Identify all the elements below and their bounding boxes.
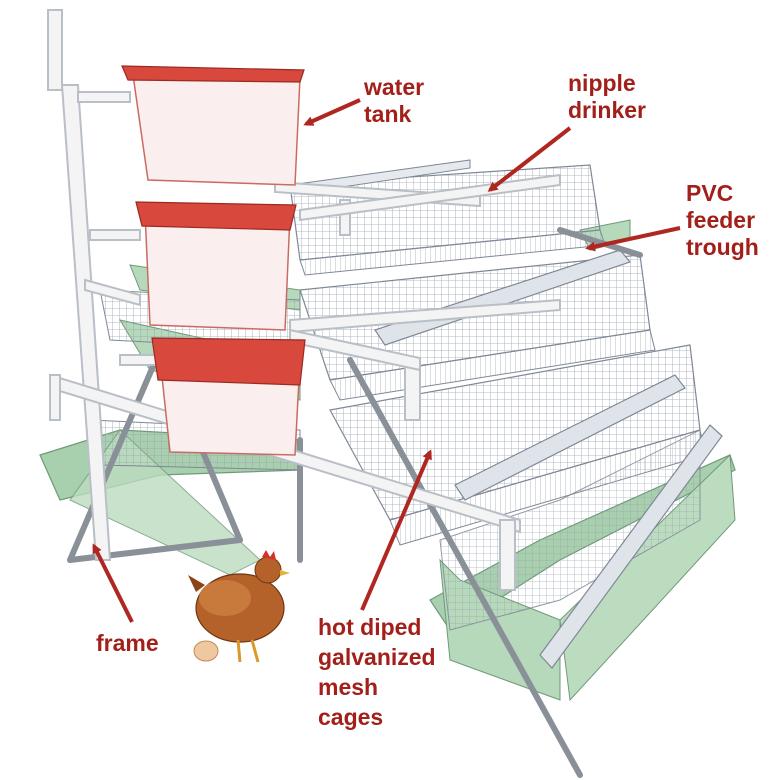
arrow-nipple-drinker — [487, 126, 572, 192]
label-mesh-cages-line-3: mesh — [318, 674, 379, 700]
label-nipple-drinker: nipple drinker — [568, 70, 646, 124]
label-nipple-drinker-line-2: drinker — [568, 97, 646, 123]
label-nipple-drinker-line-1: nipple — [568, 70, 636, 96]
label-water-tank-line-2: tank — [364, 101, 412, 127]
label-frame: frame — [96, 630, 159, 657]
label-pvc-feeder-trough: PVC feeder trough — [686, 180, 759, 261]
hen-illustration — [188, 550, 290, 663]
label-mesh-cages-line-4: cages — [318, 704, 384, 730]
label-water-tank: water tank — [364, 74, 424, 128]
label-mesh-cages: hot diped galvanized mesh cages — [318, 612, 436, 732]
arrow-water-tank — [303, 98, 361, 126]
water-tanks — [121, 65, 306, 456]
arrow-frame — [92, 543, 134, 623]
egg-illustration — [193, 640, 219, 662]
label-pvc-feeder-trough-line-1: PVC — [686, 180, 734, 206]
label-frame-line-1: frame — [96, 630, 159, 656]
label-mesh-cages-line-2: galvanized — [318, 644, 436, 670]
label-mesh-cages-line-1: hot diped — [318, 614, 422, 640]
label-pvc-feeder-trough-line-2: feeder — [686, 207, 756, 233]
label-water-tank-line-1: water — [364, 74, 425, 100]
label-arrows — [92, 98, 681, 623]
arrow-mesh-cages — [360, 449, 432, 611]
label-pvc-feeder-trough-line-3: trough — [686, 234, 759, 260]
arrow-pvc-feeder-trough — [585, 226, 681, 252]
